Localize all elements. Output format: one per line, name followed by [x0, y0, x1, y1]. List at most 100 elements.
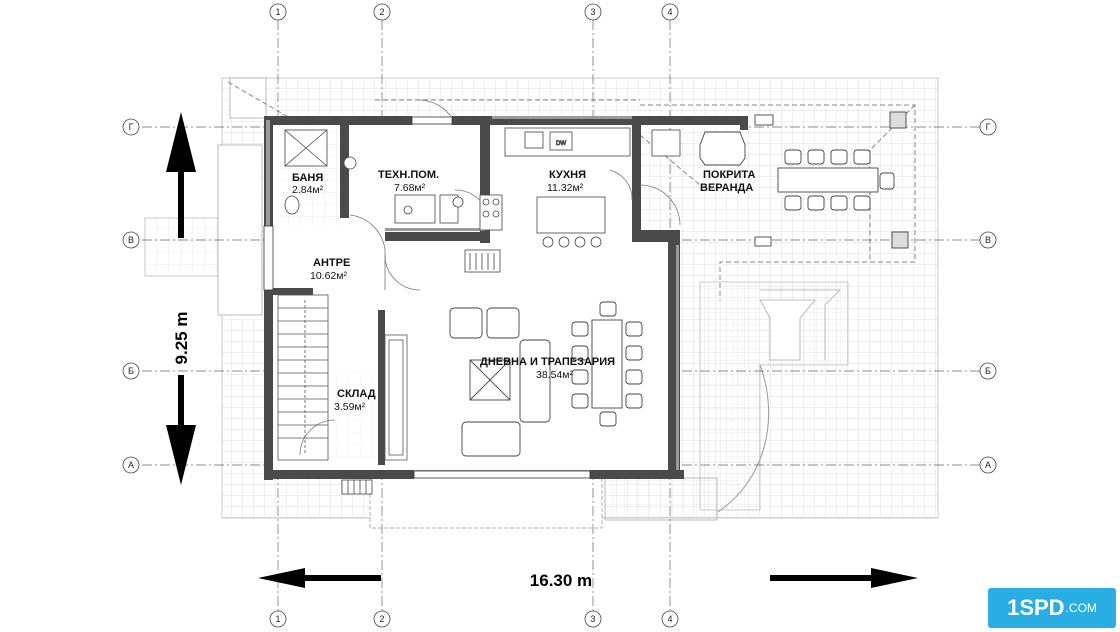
veranda-furniture	[699, 111, 909, 249]
axis-bubble-2-top: 2	[373, 3, 391, 21]
svg-text:Г: Г	[986, 122, 991, 132]
stairs	[277, 294, 329, 461]
kitchen-sink	[524, 131, 544, 149]
fridge	[651, 129, 681, 157]
entry-step	[341, 479, 373, 495]
svg-text:3: 3	[590, 614, 595, 624]
axis-bubble-b-left: Б	[122, 362, 140, 380]
axis-bubble-1-bottom: 1	[269, 610, 287, 628]
axis-bubble-3-top: 3	[584, 3, 602, 21]
dimension-height: 9.25 m	[172, 312, 191, 365]
axis-bubble-g-left: Г	[122, 118, 140, 136]
windows	[263, 116, 591, 479]
svg-text:А: А	[128, 460, 134, 470]
dimension-arrows	[166, 112, 918, 588]
axis-bubble-2-bottom: 2	[373, 610, 391, 628]
bath-sink	[343, 156, 357, 170]
veranda-name-line1: ПОКРИТА	[703, 169, 755, 181]
logo-suffix-text: .COM	[1065, 601, 1097, 615]
wall-tech-south	[385, 232, 490, 241]
axis-bubbles: 1 2 3 4 1 2 3 4 Г В Б А Г В Б А	[122, 3, 997, 628]
wall-kitchen-east	[632, 118, 641, 242]
sofa	[461, 421, 521, 457]
wall-south-right	[590, 470, 684, 479]
wall-storage-west	[378, 310, 385, 465]
axis-bubble-3-bottom: 3	[584, 610, 602, 628]
site-logo[interactable]: 1SPD.COM	[988, 588, 1116, 628]
svg-text:1: 1	[275, 7, 280, 17]
living-room-area: 38.54м²	[536, 369, 573, 381]
dishwasher	[549, 131, 573, 151]
living-room-name: ДНЕВНА И ТРАПЕЗАРИЯ	[480, 356, 615, 368]
svg-text:В: В	[985, 235, 991, 245]
tech-room-name: ТЕХН.ПОМ.	[378, 169, 439, 181]
wall-bath-east	[340, 118, 349, 218]
axis-bubble-4-top: 4	[661, 3, 679, 21]
armchair	[486, 307, 520, 339]
wall-north-mid	[452, 116, 745, 125]
logo-main-text: 1SPD	[1007, 595, 1065, 620]
svg-text:4: 4	[667, 614, 672, 624]
dimension-width: 16.30 m	[530, 571, 592, 590]
axis-bubble-v-left: В	[122, 231, 140, 249]
storage-shelving	[384, 334, 408, 461]
wall-tech-east	[480, 118, 490, 243]
axis-bubble-1-top: 1	[269, 3, 287, 21]
toilet	[284, 195, 300, 215]
svg-text:2: 2	[379, 614, 384, 624]
storage-name: СКЛАД	[337, 388, 376, 400]
kitchen-area: 11.32м²	[547, 182, 584, 194]
grill	[699, 131, 746, 166]
arrow-up	[166, 112, 196, 172]
wall-west-lower	[264, 290, 273, 480]
svg-text:Г: Г	[129, 122, 134, 132]
arrow-left	[258, 568, 305, 588]
svg-text:А: А	[985, 460, 991, 470]
veranda-table	[777, 167, 879, 193]
wall-south	[264, 470, 414, 479]
axis-bubble-v-right: В	[979, 231, 997, 249]
boiler	[394, 194, 436, 224]
walls	[264, 116, 748, 480]
armchair	[449, 307, 483, 339]
svg-text:4: 4	[667, 7, 672, 17]
arrow-down	[166, 425, 196, 485]
kitchen-island	[536, 196, 606, 234]
veranda-name-line2: ВЕРАНДА	[700, 182, 753, 194]
kitchen-name: КУХНЯ	[549, 169, 586, 181]
bathroom-area: 2.84м²	[292, 184, 324, 196]
fireplace	[464, 249, 501, 273]
sofa	[519, 339, 551, 423]
svg-text:3: 3	[590, 7, 595, 17]
doors	[299, 99, 681, 456]
svg-text:Б: Б	[985, 366, 991, 376]
wall-stair-top	[273, 288, 313, 295]
svg-text:DW: DW	[556, 141, 566, 147]
entrance-area: 10.62м²	[310, 270, 347, 282]
axis-bubble-4-bottom: 4	[661, 610, 679, 628]
axis-bubble-g-right: Г	[979, 118, 997, 136]
wall-north-left	[266, 116, 412, 125]
axis-bubble-b-right: Б	[979, 362, 997, 380]
bathroom-fixtures	[284, 129, 357, 215]
wall-veranda-post	[740, 116, 748, 130]
veranda-roof-outline	[227, 81, 916, 300]
arrow-right	[871, 568, 918, 588]
living-furniture	[449, 301, 643, 457]
room-labels: БАНЯ 2.84м² ТЕХН.ПОМ. 7.68м² КУХНЯ 11.32…	[292, 169, 755, 413]
axis-bubble-a-right: А	[979, 456, 997, 474]
svg-text:2: 2	[379, 7, 384, 17]
dining-table	[591, 319, 623, 409]
entrance-name: АНТРЕ	[313, 257, 350, 269]
tech-room-fixtures	[394, 194, 464, 224]
storage-area: 3.59м²	[334, 401, 366, 413]
svg-text:Б: Б	[128, 366, 134, 376]
tech-room-area: 7.68м²	[394, 182, 426, 194]
wall-kitchen-south	[632, 230, 680, 242]
bathroom-name: БАНЯ	[292, 172, 323, 184]
axis-bubble-a-left: А	[122, 456, 140, 474]
svg-text:1: 1	[275, 614, 280, 624]
svg-text:В: В	[128, 235, 134, 245]
kitchen-fixtures: DW	[479, 127, 681, 248]
